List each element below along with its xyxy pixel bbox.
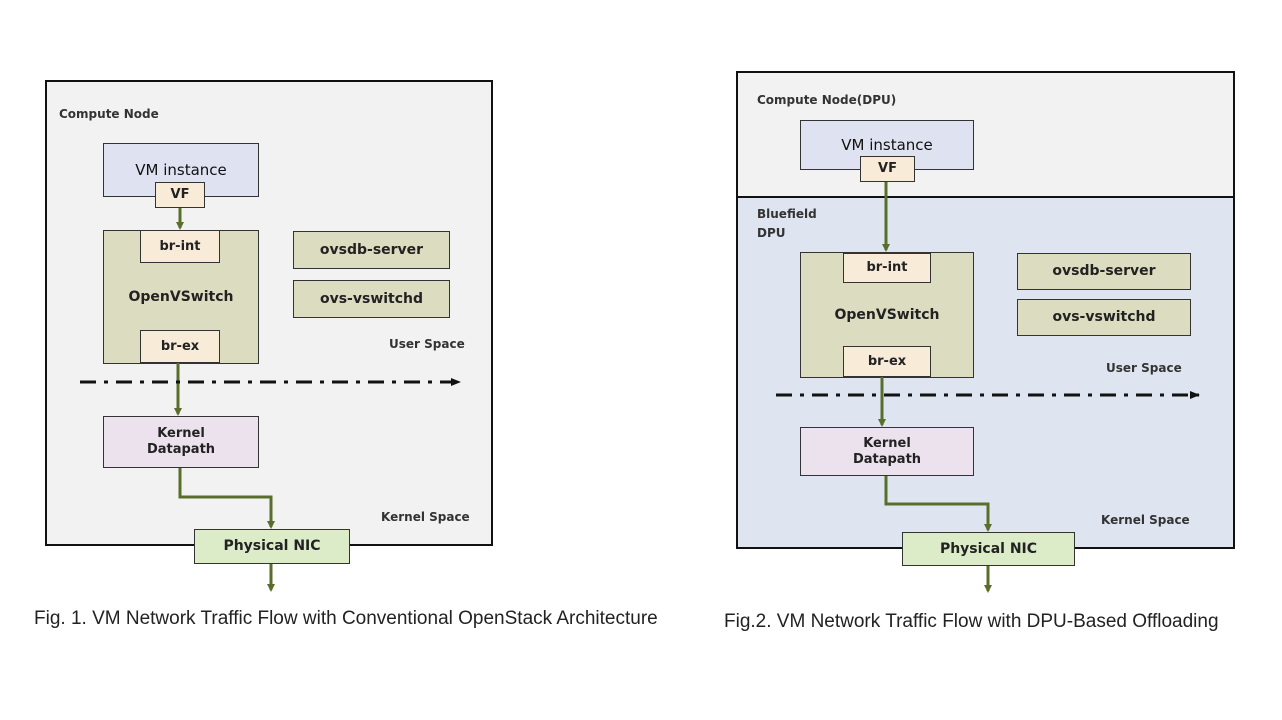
fig1-openvswitch: OpenVSwitch [103,230,259,364]
fig2-ovsdb-server: ovsdb-server [1017,253,1191,290]
fig1-ovs-vswitchd: ovs-vswitchd [293,280,450,318]
fig2-br-int: br-int [843,253,931,283]
fig1-kernel-space-label: Kernel Space [381,510,470,524]
fig2-kernel-space-label: Kernel Space [1101,513,1190,527]
fig1-compute-node-label: Compute Node [59,107,159,121]
fig2-br-ex: br-ex [843,346,931,377]
fig1-ovsdb-server: ovsdb-server [293,231,450,269]
fig1-kernel-datapath-line1: Kernel [157,426,205,442]
fig1-vf: VF [155,182,205,208]
fig1-user-space-label: User Space [389,337,465,351]
fig2-dpu-label: Bluefield DPU [757,205,817,243]
fig1-physical-nic: Physical NIC [194,529,350,564]
fig2-dpu-label-line2: DPU [757,226,786,240]
fig1-kernel-datapath: Kernel Datapath [103,416,259,468]
fig1-caption: Fig. 1. VM Network Traffic Flow with Con… [34,608,658,629]
fig2-dpu-label-line1: Bluefield [757,207,817,221]
fig1-br-ex: br-ex [140,330,220,363]
fig2-user-space-label: User Space [1106,361,1182,375]
fig1-arrow-kernel-to-nic [178,468,275,529]
fig2-physical-nic: Physical NIC [902,532,1075,566]
fig2-ovs-vswitchd: ovs-vswitchd [1017,299,1191,336]
fig2-kernel-datapath-line1: Kernel [863,435,911,451]
fig2-caption: Fig.2. VM Network Traffic Flow with DPU-… [724,611,1219,632]
fig2-kernel-datapath: Kernel Datapath [800,427,974,476]
fig2-arrow-kernel-to-nic [884,476,992,532]
fig2-vf: VF [860,156,915,182]
fig2-compute-node-label: Compute Node(DPU) [757,93,897,107]
fig1-kernel-datapath-line2: Datapath [146,442,216,457]
fig1-br-int: br-int [140,230,220,263]
fig2-kernel-datapath-line2: Datapath [852,451,922,467]
